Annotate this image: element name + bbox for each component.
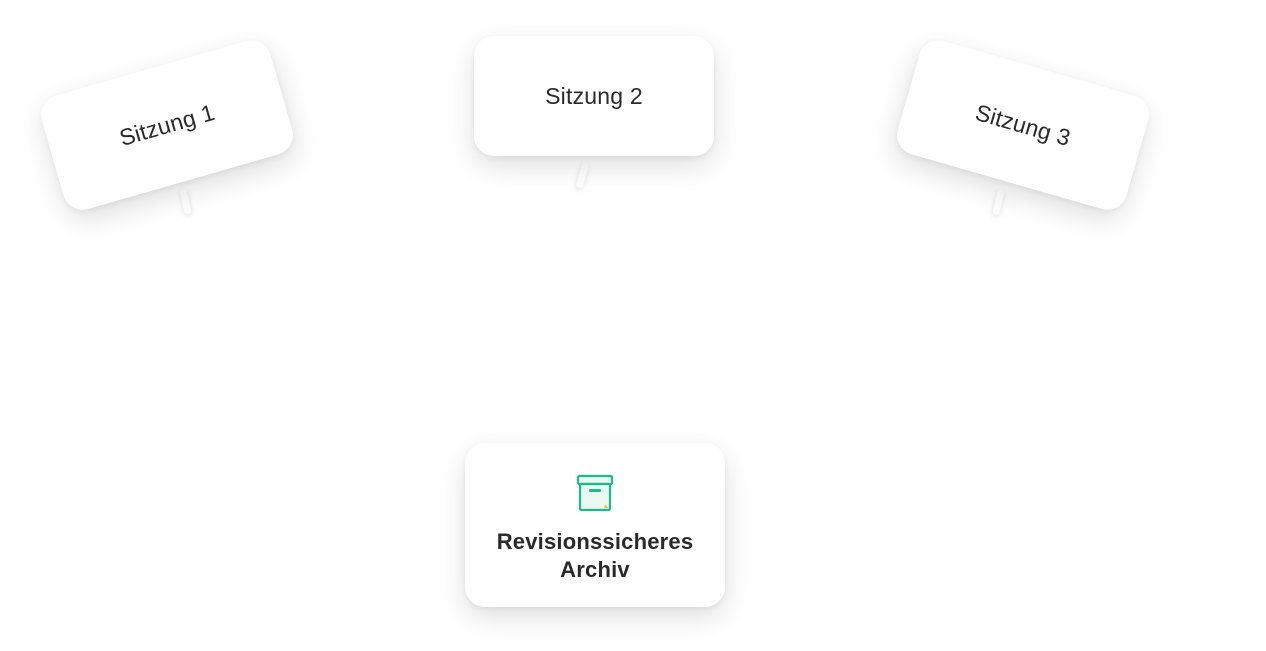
archive-label: Revisionssicheres Archiv bbox=[496, 528, 694, 582]
connector-stub-session-3 bbox=[991, 188, 1006, 216]
session-card-3: Sitzung 3 bbox=[892, 35, 1154, 215]
session-card-1: Sitzung 1 bbox=[36, 35, 298, 215]
connector-stub-session-2 bbox=[575, 161, 590, 189]
session-label: Sitzung 1 bbox=[116, 98, 218, 151]
archive-box-icon bbox=[575, 473, 615, 520]
session-label: Sitzung 3 bbox=[972, 98, 1074, 151]
session-label: Sitzung 2 bbox=[545, 82, 643, 109]
archive-card: Revisionssicheres Archiv bbox=[465, 443, 725, 607]
connector-stub-session-1 bbox=[179, 187, 192, 215]
session-card-2: Sitzung 2 bbox=[474, 36, 714, 156]
